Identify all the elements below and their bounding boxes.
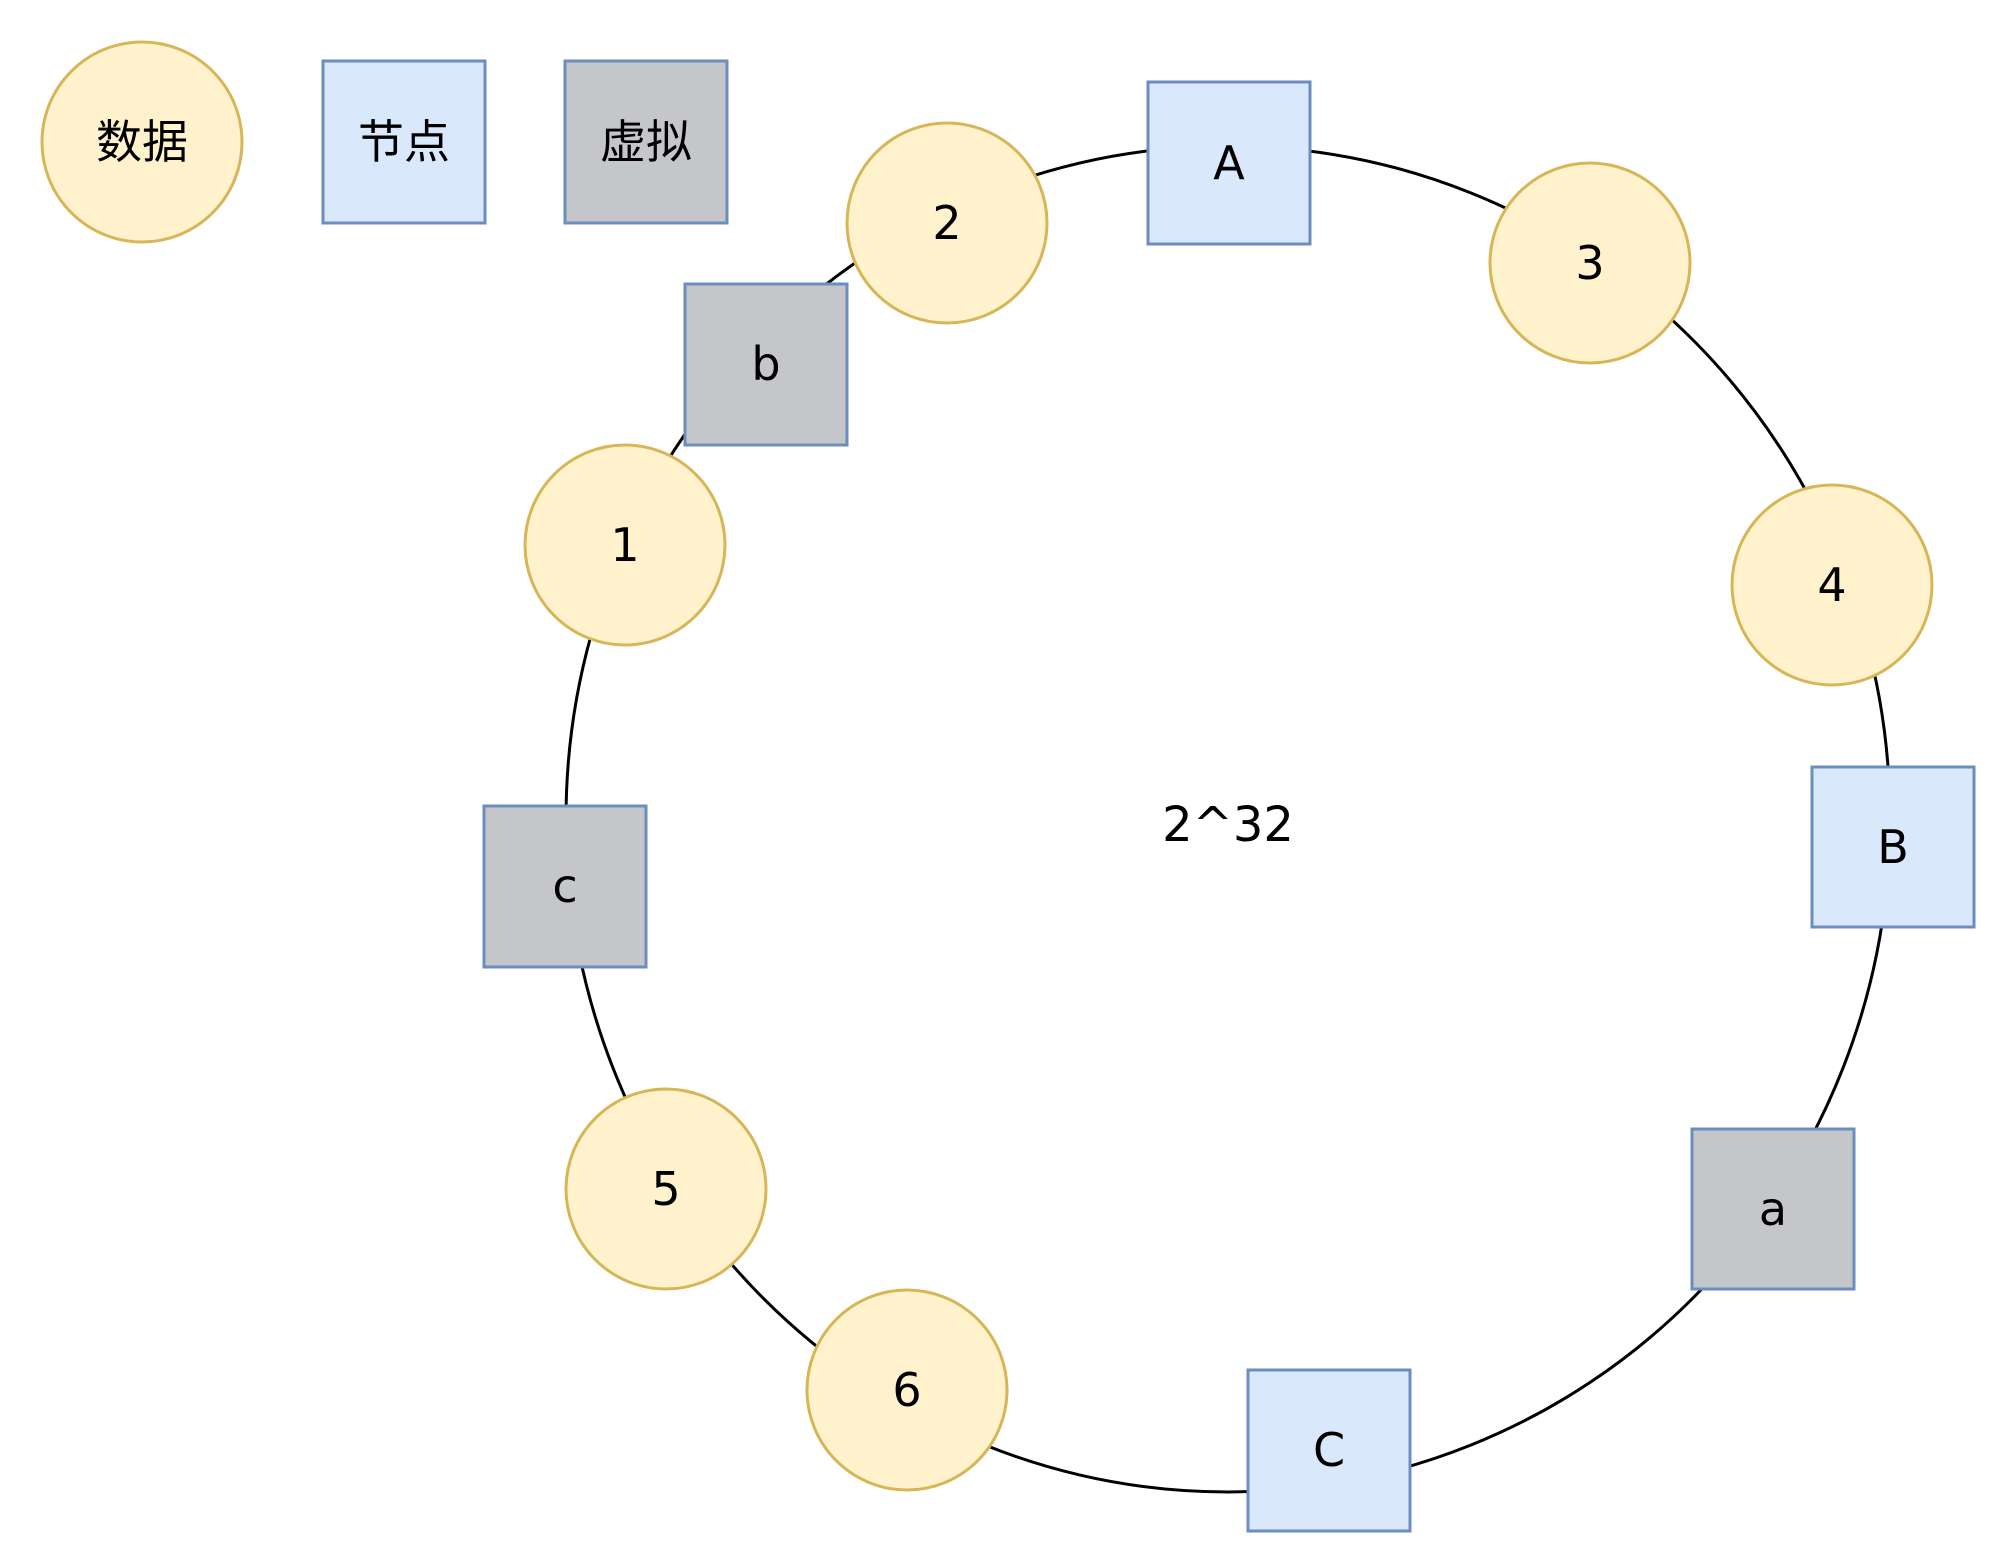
- ring-data-1: 1: [523, 443, 727, 647]
- legend-data-label: 数据: [96, 115, 188, 169]
- ring-node-B: B: [1810, 765, 1976, 929]
- node-C-box: [1246, 1368, 1412, 1533]
- legend-node-label: 节点: [358, 115, 450, 169]
- virtual-c-label: c: [552, 859, 577, 913]
- legend: 数据 节点 虚拟: [40, 40, 729, 244]
- legend-virtual: 虚拟: [563, 59, 729, 225]
- virtual-a-box: [1690, 1127, 1856, 1291]
- data-5-circle: [564, 1087, 768, 1291]
- data-4-circle: [1730, 483, 1934, 687]
- node-B-box: [1810, 765, 1976, 929]
- ring-virtual-b: b: [683, 282, 849, 447]
- data-1-circle: [523, 443, 727, 647]
- legend-data: 数据: [40, 40, 244, 244]
- ring-data-2: 2: [845, 121, 1049, 325]
- node-A-box: [1146, 80, 1312, 246]
- legend-data-circle: [40, 40, 244, 244]
- virtual-b-label: b: [751, 337, 780, 391]
- legend-virtual-box: [563, 59, 729, 225]
- data-3-circle: [1488, 161, 1692, 365]
- virtual-a-label: a: [1759, 1182, 1787, 1236]
- node-C-label: C: [1313, 1423, 1345, 1477]
- data-3-label: 3: [1575, 236, 1604, 290]
- data-6-circle: [805, 1288, 1009, 1492]
- ring-virtual-a: a: [1690, 1127, 1856, 1291]
- virtual-c-box: [482, 804, 648, 969]
- ring-data-5: 5: [564, 1087, 768, 1291]
- data-6-label: 6: [892, 1363, 921, 1417]
- node-A-label: A: [1213, 136, 1245, 190]
- node-B-label: B: [1877, 820, 1909, 874]
- ring-center-label: 2^32: [1162, 797, 1294, 853]
- legend-node-box: [321, 59, 487, 225]
- ring-node-C: C: [1246, 1368, 1412, 1533]
- legend-node: 节点: [321, 59, 487, 225]
- data-1-label: 1: [610, 518, 639, 572]
- data-2-label: 2: [932, 196, 961, 250]
- data-5-label: 5: [651, 1162, 680, 1216]
- legend-virtual-label: 虚拟: [600, 115, 692, 169]
- ring-data-4: 4: [1730, 483, 1934, 687]
- virtual-b-box: [683, 282, 849, 447]
- data-4-label: 4: [1817, 558, 1846, 612]
- ring-data-6: 6: [805, 1288, 1009, 1492]
- ring-data-3: 3: [1488, 161, 1692, 365]
- ring-virtual-c: c: [482, 804, 648, 969]
- data-2-circle: [845, 121, 1049, 325]
- ring-node-A: A: [1146, 80, 1312, 246]
